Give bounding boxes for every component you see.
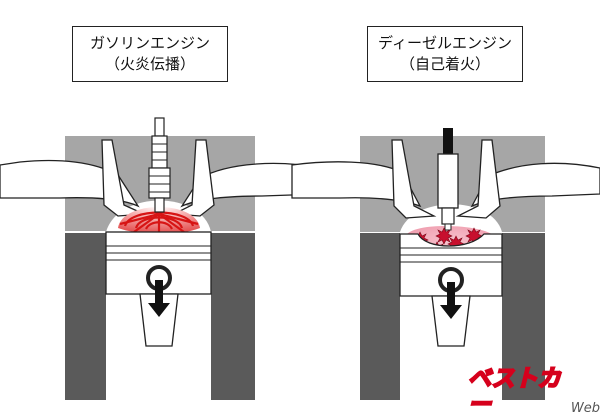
intake-port bbox=[291, 161, 422, 208]
spark-plug bbox=[148, 117, 171, 213]
exhaust-port bbox=[470, 162, 600, 208]
diesel-subtitle: （自己着火） bbox=[399, 55, 490, 73]
exhaust-port bbox=[180, 162, 321, 208]
cylinder-wall-right bbox=[211, 233, 255, 400]
diesel-title: ディーゼルエンジン bbox=[378, 34, 512, 52]
gasoline-title-box: ガソリンエンジン （火炎伝播） bbox=[72, 26, 228, 82]
engine-diagram bbox=[0, 117, 600, 400]
logo-web-text: Web bbox=[570, 401, 600, 416]
fuel-injector bbox=[437, 128, 459, 231]
connecting-rod bbox=[431, 295, 471, 347]
exhaust-valve bbox=[455, 139, 501, 219]
exhaust-valve bbox=[171, 139, 215, 217]
bestcar-web-logo: ベストカー Web bbox=[467, 365, 600, 418]
ignition-star-icon bbox=[435, 227, 453, 245]
down-arrow-icon bbox=[440, 282, 462, 319]
gasoline-title: ガソリンエンジン bbox=[89, 34, 210, 52]
intake-valve bbox=[391, 139, 437, 219]
gasoline-engine bbox=[0, 117, 321, 400]
gasoline-subtitle: （火炎伝播） bbox=[104, 55, 195, 73]
down-arrow-icon bbox=[148, 280, 170, 317]
diesel-title-box: ディーゼルエンジン （自己着火） bbox=[367, 26, 523, 82]
cylinder-wall-left bbox=[65, 233, 106, 400]
connecting-rod bbox=[139, 293, 179, 347]
injector-fuel-line bbox=[443, 128, 453, 154]
cylinder-wall-left bbox=[360, 233, 400, 400]
logo-main-text: ベストカー bbox=[467, 365, 561, 418]
diesel-engine bbox=[291, 128, 600, 400]
cylinder-wall-right bbox=[502, 233, 545, 400]
